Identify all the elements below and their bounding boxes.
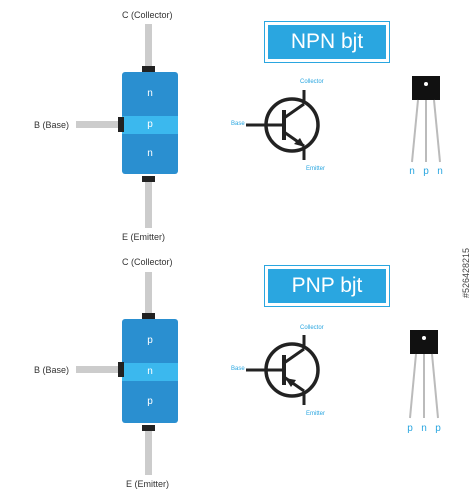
npn-package-lead-left	[411, 99, 419, 163]
pnp-package-lead-right	[431, 353, 439, 419]
npn-package-body	[412, 76, 440, 100]
pnp-collector-label: C (Collector)	[122, 257, 173, 267]
npn-layer-label-top: n	[147, 88, 153, 99]
pnp-collector-layer: p	[122, 319, 178, 363]
npn-package-lead-right	[433, 99, 441, 163]
npn-title: NPN bjt	[265, 22, 389, 62]
npn-pin-label-middle: p	[423, 166, 429, 177]
npn-emitter-lead	[145, 182, 152, 228]
pnp-pin-label-right: p	[435, 423, 441, 434]
npn-symbol	[246, 90, 320, 160]
pnp-symbol-base-label: Base	[231, 366, 245, 372]
pnp-collector-contact	[142, 313, 155, 319]
pnp-symbol-emitter-label: Emitter	[306, 411, 326, 417]
pnp-symbol-collector-label: Collector	[300, 325, 324, 331]
pnp-base-lead	[76, 366, 120, 373]
pnp-structure: p n p	[122, 319, 178, 423]
pnp-layer-label-top: p	[147, 335, 153, 346]
npn-base-layer: p	[122, 116, 178, 134]
npn-collector-layer: n	[122, 72, 178, 116]
pnp-layer-label-bottom: p	[147, 396, 153, 407]
npn-package	[411, 76, 441, 163]
npn-package-dot	[424, 82, 428, 86]
pnp-emitter-arrow-icon	[285, 378, 296, 387]
npn-structure: n p n	[122, 72, 178, 174]
npn-emitter-layer: n	[122, 134, 178, 174]
npn-symbol-collector-wire	[283, 102, 305, 120]
pnp-pin-label-left: p	[407, 423, 413, 434]
pnp-package	[409, 330, 439, 419]
npn-base-label: B (Base)	[34, 120, 70, 130]
pnp-emitter-contact	[142, 425, 155, 431]
pnp-title: PNP bjt	[265, 266, 389, 306]
pnp-package-dot	[422, 336, 426, 340]
pnp-symbol-collector-wire	[283, 347, 305, 365]
pnp-pin-label-middle: n	[421, 423, 427, 434]
npn-base-contact	[118, 117, 124, 132]
npn-emitter-arrow-icon	[294, 138, 305, 147]
npn-layer-label-bottom: n	[147, 148, 153, 159]
pnp-package-body	[410, 330, 438, 354]
pnp-symbol	[246, 335, 320, 405]
pnp-base-contact	[118, 362, 124, 377]
pnp-collector-lead	[145, 272, 152, 314]
npn-symbol-base-label: Base	[231, 121, 245, 127]
pnp-package-lead-left	[409, 353, 417, 419]
npn-collector-label: C (Collector)	[122, 10, 173, 20]
npn-symbol-collector-label: Collector	[300, 79, 324, 85]
pnp-emitter-lead	[145, 431, 152, 475]
npn-layer-label-middle: p	[147, 119, 153, 130]
stock-id: #526428215	[461, 247, 471, 299]
npn-emitter-contact	[142, 176, 155, 182]
stock-id-strip: #526428215	[461, 160, 476, 390]
pnp-base-label: B (Base)	[34, 365, 70, 375]
pnp-emitter-label: E (Emitter)	[126, 479, 170, 489]
pnp-emitter-layer: p	[122, 381, 178, 423]
pnp-layer-label-middle: n	[147, 366, 153, 377]
npn-pin-label-right: n	[437, 166, 443, 177]
npn-pin-label-left: n	[409, 166, 415, 177]
pnp-base-layer: n	[122, 363, 178, 381]
npn-collector-contact	[142, 66, 155, 72]
npn-emitter-label: E (Emitter)	[122, 232, 166, 242]
npn-base-lead	[76, 121, 120, 128]
npn-symbol-emitter-label: Emitter	[306, 166, 326, 172]
npn-collector-lead	[145, 24, 152, 68]
